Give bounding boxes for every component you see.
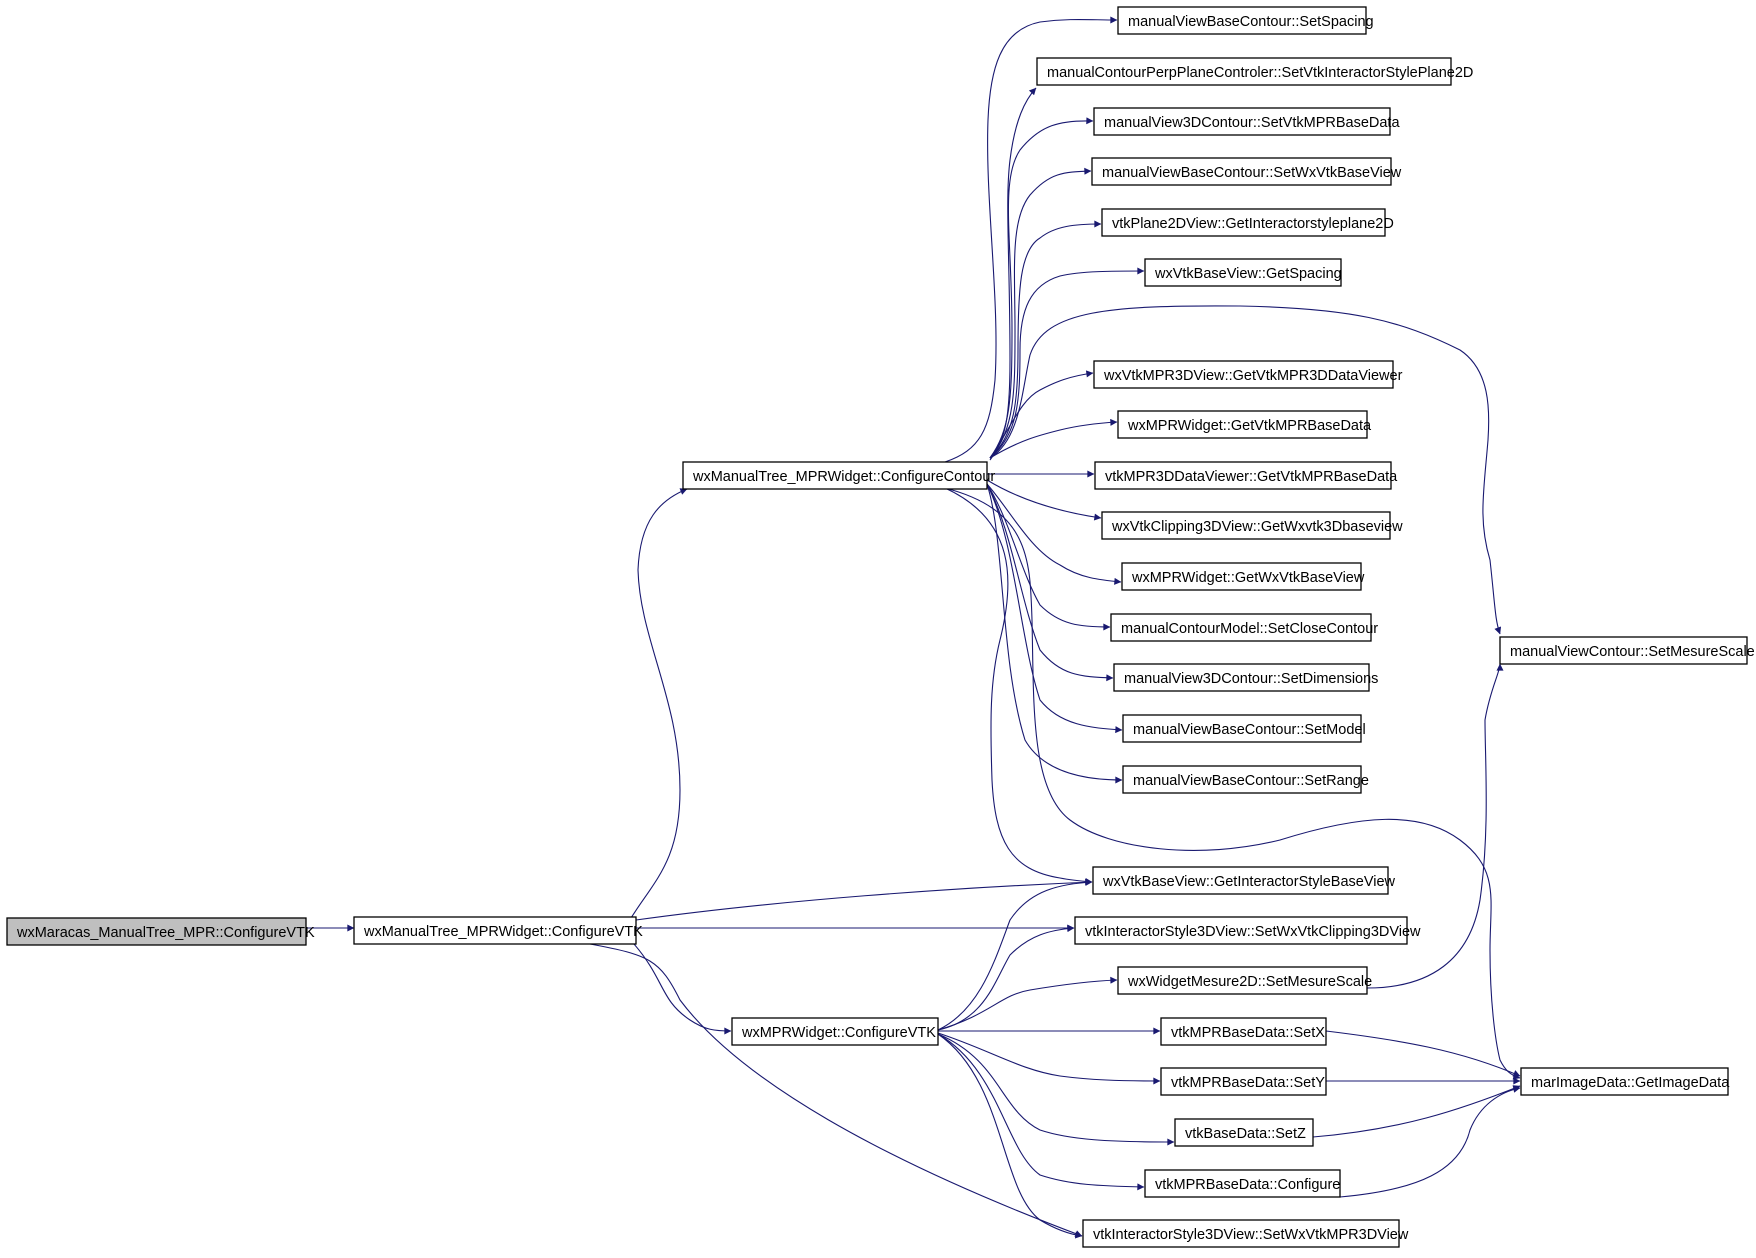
node-clip3d[interactable]: vtkInteractorStyle3DView::SetWxVtkClippi…	[1074, 916, 1421, 945]
edge-contour-to-perp-plane	[989, 87, 1037, 461]
node-root-label: wxMaracas_ManualTree_MPR::ConfigureVTK	[16, 925, 315, 941]
node-mpr3dview-label: vtkInteractorStyle3DView::SetWxVtkMPR3DV…	[1093, 1227, 1409, 1243]
edge-contour-to-set-spacing	[944, 16, 1118, 463]
edge-contour-to-set-wxvtk	[989, 167, 1092, 459]
node-set-model-label: manualViewBaseContour::SetModel	[1133, 722, 1366, 738]
edge-setx-to-get-image	[1325, 1030, 1521, 1077]
edge-contour-to-view3d-mpr	[989, 117, 1094, 459]
node-configure-contour[interactable]: wxManualTree_MPRWidget::ConfigureContour	[682, 461, 995, 490]
node-close-contour[interactable]: manualContourModel::SetCloseContour	[1110, 613, 1378, 642]
node-get-image[interactable]: marImageData::GetImageData	[1520, 1067, 1730, 1096]
node-get-spacing[interactable]: wxVtkBaseView::GetSpacing	[1144, 258, 1342, 287]
edge-contour-to-clip-base	[986, 479, 1102, 521]
node-widget-mesure[interactable]: wxWidgetMesure2D::SetMesureScale	[1117, 966, 1372, 995]
node-setx[interactable]: vtkMPRBaseData::SetX	[1160, 1017, 1327, 1046]
node-clip3d-label: vtkInteractorStyle3DView::SetWxVtkClippi…	[1085, 924, 1421, 940]
node-set-range-label: manualViewBaseContour::SetRange	[1133, 773, 1369, 789]
edge-mpr-to-configure	[937, 1033, 1145, 1191]
node-configure[interactable]: vtkMPRBaseData::Configure	[1144, 1169, 1341, 1198]
node-viewer-basedata-label: vtkMPR3DDataViewer::GetVtkMPRBaseData	[1105, 469, 1398, 485]
node-setz[interactable]: vtkBaseData::SetZ	[1174, 1118, 1314, 1147]
edge-contour-to-interactor-base	[944, 487, 1093, 885]
node-close-contour-label: manualContourModel::SetCloseContour	[1121, 621, 1378, 637]
node-mprw-basedata-label: wxMPRWidget::GetVtkMPRBaseData	[1127, 418, 1372, 434]
node-mpr3dview[interactable]: vtkInteractorStyle3DView::SetWxVtkMPR3DV…	[1082, 1219, 1409, 1248]
node-mesure-scale-label: manualViewContour::SetMesureScale	[1510, 644, 1755, 660]
node-configure-label: vtkMPRBaseData::Configure	[1155, 1177, 1340, 1193]
edge-contour-to-mpr3d-viewer	[989, 370, 1094, 459]
node-configure-vtk-label: wxManualTree_MPRWidget::ConfigureVTK	[363, 924, 643, 940]
edge-setz-to-get-image	[1312, 1085, 1521, 1138]
node-mprw-wxbase[interactable]: wxMPRWidget::GetWxVtkBaseView	[1121, 562, 1365, 591]
edge-contour-to-mprw-wxbase	[986, 483, 1122, 585]
nodes: wxMaracas_ManualTree_MPR::ConfigureVTK w…	[6, 6, 1755, 1248]
edge-contour-to-get-image	[944, 487, 1521, 1080]
edge-configure-vtk-to-mpr3dview	[589, 943, 1083, 1237]
node-mpr3d-viewer[interactable]: wxVtkMPR3DView::GetVtkMPR3DDataViewer	[1093, 360, 1403, 389]
node-get-spacing-label: wxVtkBaseView::GetSpacing	[1154, 266, 1342, 282]
node-perp-plane[interactable]: manualContourPerpPlaneControler::SetVtkI…	[1036, 57, 1473, 86]
edge-mpr-to-mpr3dview	[937, 1033, 1083, 1239]
edge-contour-to-plane2d	[989, 220, 1102, 459]
node-clip-base-label: wxVtkClipping3DView::GetWxvtk3Dbaseview	[1111, 519, 1403, 535]
node-view3d-mpr-label: manualView3DContour::SetVtkMPRBaseData	[1104, 115, 1400, 131]
edge-configure-vtk-to-configure-contour	[630, 488, 688, 919]
edge-contour-to-mprw-basedata	[989, 418, 1118, 459]
node-set-spacing[interactable]: manualViewBaseContour::SetSpacing	[1117, 6, 1374, 35]
edge-contour-to-dims	[986, 483, 1114, 682]
edge-configure-to-get-image	[1339, 1085, 1521, 1198]
node-get-image-label: marImageData::GetImageData	[1531, 1075, 1730, 1091]
node-plane2d-label: vtkPlane2DView::GetInteractorstyleplane2…	[1112, 216, 1394, 232]
node-mpr-configure[interactable]: wxMPRWidget::ConfigureVTK	[731, 1017, 939, 1046]
edge-contour-to-set-range	[986, 483, 1123, 784]
edge-mpr-to-setz	[937, 1033, 1175, 1146]
edge-contour-to-mesure-scale	[989, 305, 1502, 635]
node-mesure-scale[interactable]: manualViewContour::SetMesureScale	[1499, 636, 1755, 665]
node-viewer-basedata[interactable]: vtkMPR3DDataViewer::GetVtkMPRBaseData	[1094, 461, 1398, 490]
node-interactor-base-label: wxVtkBaseView::GetInteractorStyleBaseVie…	[1102, 874, 1396, 890]
edge-mpr-to-widget-mesure	[937, 976, 1118, 1031]
edge-mpr-to-clip3d	[937, 925, 1075, 1031]
node-configure-vtk[interactable]: wxManualTree_MPRWidget::ConfigureVTK	[353, 916, 643, 945]
edge-mpr-to-interactor-base	[937, 878, 1093, 1031]
node-mprw-wxbase-label: wxMPRWidget::GetWxVtkBaseView	[1131, 570, 1365, 586]
edges	[306, 16, 1521, 1239]
node-setz-label: vtkBaseData::SetZ	[1185, 1126, 1306, 1142]
node-set-wxvtk-label: manualViewBaseContour::SetWxVtkBaseView	[1102, 165, 1402, 181]
node-clip-base[interactable]: wxVtkClipping3DView::GetWxvtk3Dbaseview	[1101, 511, 1403, 540]
node-set-wxvtk[interactable]: manualViewBaseContour::SetWxVtkBaseView	[1091, 157, 1402, 186]
edge-configure-vtk-to-mpr-configure	[633, 943, 732, 1035]
node-setx-label: vtkMPRBaseData::SetX	[1171, 1025, 1325, 1041]
node-view3d-mpr[interactable]: manualView3DContour::SetVtkMPRBaseData	[1093, 107, 1400, 136]
node-sety-label: vtkMPRBaseData::SetY	[1171, 1075, 1325, 1091]
edge-configure-vtk-to-interactor-base	[635, 878, 1093, 921]
node-configure-contour-label: wxManualTree_MPRWidget::ConfigureContour	[692, 469, 995, 485]
edge-mpr-to-sety	[937, 1032, 1161, 1085]
node-widget-mesure-label: wxWidgetMesure2D::SetMesureScale	[1127, 974, 1372, 990]
node-mpr-configure-label: wxMPRWidget::ConfigureVTK	[741, 1025, 936, 1041]
node-mprw-basedata[interactable]: wxMPRWidget::GetVtkMPRBaseData	[1117, 410, 1372, 439]
node-interactor-base[interactable]: wxVtkBaseView::GetInteractorStyleBaseVie…	[1092, 866, 1396, 895]
node-perp-plane-label: manualContourPerpPlaneControler::SetVtkI…	[1047, 65, 1473, 81]
node-set-spacing-label: manualViewBaseContour::SetSpacing	[1128, 14, 1374, 30]
node-sety[interactable]: vtkMPRBaseData::SetY	[1160, 1067, 1327, 1096]
edge-widget-mesure-to-mesure-scale	[1366, 663, 1504, 989]
node-set-model[interactable]: manualViewBaseContour::SetModel	[1122, 714, 1366, 743]
node-dims[interactable]: manualView3DContour::SetDimensions	[1113, 663, 1378, 692]
node-root[interactable]: wxMaracas_ManualTree_MPR::ConfigureVTK	[6, 917, 315, 946]
edge-contour-to-close-contour	[986, 483, 1111, 631]
node-set-range[interactable]: manualViewBaseContour::SetRange	[1122, 765, 1369, 794]
node-plane2d[interactable]: vtkPlane2DView::GetInteractorstyleplane2…	[1101, 208, 1394, 237]
node-dims-label: manualView3DContour::SetDimensions	[1124, 671, 1378, 687]
node-mpr3d-viewer-label: wxVtkMPR3DView::GetVtkMPR3DDataViewer	[1103, 368, 1403, 384]
